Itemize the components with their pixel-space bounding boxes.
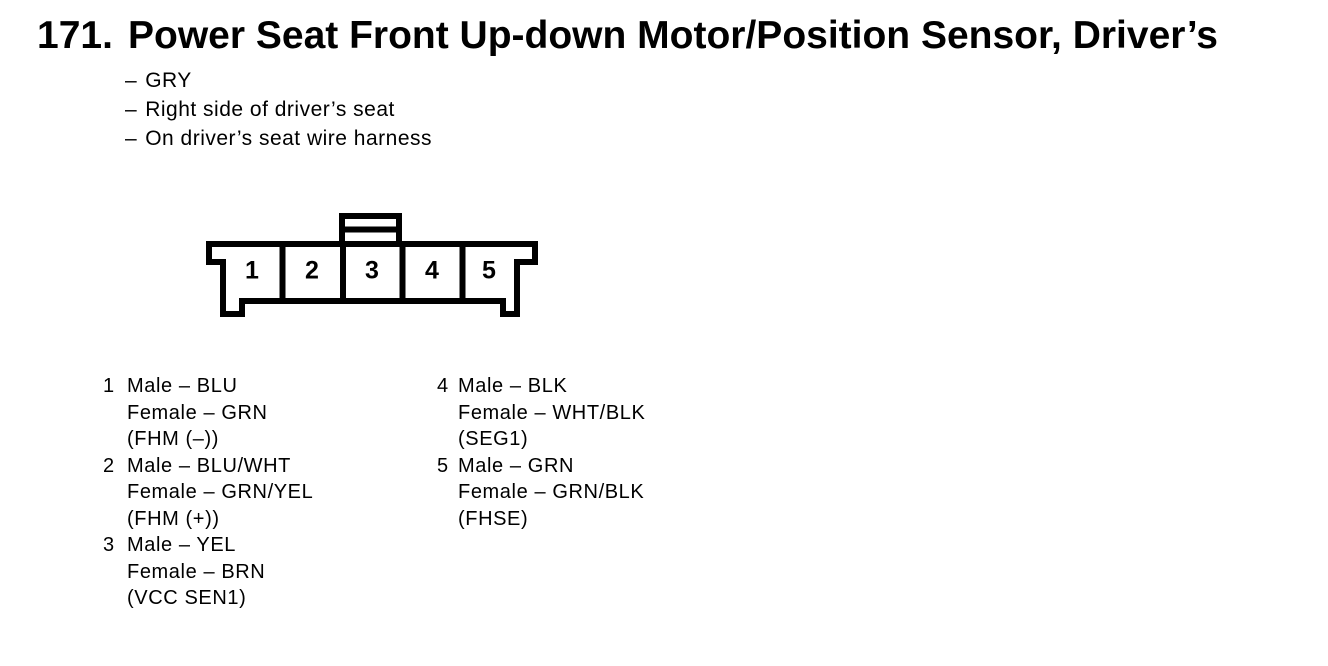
pin-male-wire: Male – BLK xyxy=(458,375,568,397)
note-harness: – On driver’s seat wire harness xyxy=(125,124,432,153)
pin-male-wire: Male – BLU xyxy=(127,375,238,397)
note-location: – Right side of driver’s seat xyxy=(125,95,432,124)
pin-female-wire: Female – GRN/BLK xyxy=(458,481,645,503)
pin-female-wire: Female – GRN/YEL xyxy=(127,481,314,503)
pin-number: 1 xyxy=(103,375,115,397)
dash-bullet: – xyxy=(125,127,138,150)
pin-female-wire: Female – WHT/BLK xyxy=(458,401,646,424)
pin-signal-name: (FHSE) xyxy=(458,507,529,530)
pin-entry-3: 3 Male – YEL Female – BRN (VCC SEN1) xyxy=(103,532,313,612)
section-number: 171. xyxy=(37,14,113,57)
pin-cavity-label: 1 xyxy=(245,257,259,285)
page-title: Power Seat Front Up-down Motor/Position … xyxy=(128,14,1218,57)
pin-male-wire: Male – YEL xyxy=(127,534,237,556)
pin-male-wire: Male – BLU/WHT xyxy=(127,454,291,477)
note-text: Right side of driver’s seat xyxy=(145,98,395,121)
pin-signal-name: (FHM (+)) xyxy=(127,507,220,530)
pin-wire-info: Male – BLU/WHT Female – GRN/YEL (FHM (+)… xyxy=(127,453,313,533)
connector-notes: – GRY – Right side of driver’s seat – On… xyxy=(125,66,432,153)
pin-entry-4: 4 Male – BLK Female – WHT/BLK (SEG1) xyxy=(437,373,645,453)
connector-diagram: 1 2 3 4 5 xyxy=(195,205,545,325)
pin-number: 5 xyxy=(437,454,449,477)
pin-wire-info: Male – GRN Female – GRN/BLK (FHSE) xyxy=(458,453,644,533)
note-color: – GRY xyxy=(125,66,432,95)
pin-signal-name: (SEG1) xyxy=(458,428,529,450)
pin-female-wire: Female – BRN xyxy=(127,560,266,583)
pin-number: 4 xyxy=(437,375,449,397)
dash-bullet: – xyxy=(125,98,138,121)
pin-cavity-label: 5 xyxy=(482,257,496,285)
pin-list-right-column: 4 Male – BLK Female – WHT/BLK (SEG1) 5 M… xyxy=(437,373,645,532)
pin-number: 2 xyxy=(103,454,115,477)
pin-number: 3 xyxy=(103,534,115,556)
pin-wire-info: Male – BLK Female – WHT/BLK (SEG1) xyxy=(458,373,645,453)
pin-wire-info: Male – YEL Female – BRN (VCC SEN1) xyxy=(127,532,265,612)
pin-male-wire: Male – GRN xyxy=(458,454,575,477)
connector-body xyxy=(206,241,538,317)
dash-bullet: – xyxy=(125,69,138,92)
pin-cavity-label: 2 xyxy=(305,257,319,285)
pin-signal-name: (VCC SEN1) xyxy=(127,587,247,609)
pin-entry-5: 5 Male – GRN Female – GRN/BLK (FHSE) xyxy=(437,453,645,533)
pin-wire-info: Male – BLU Female – GRN (FHM (–)) xyxy=(127,373,268,453)
note-text: GRY xyxy=(145,69,192,92)
pin-list-left-column: 1 Male – BLU Female – GRN (FHM (–)) 2 Ma… xyxy=(103,373,313,612)
pin-cavity-label: 4 xyxy=(425,257,439,285)
pin-female-wire: Female – GRN xyxy=(127,401,268,424)
pin-signal-name: (FHM (–)) xyxy=(127,428,220,450)
pin-entry-2: 2 Male – BLU/WHT Female – GRN/YEL (FHM (… xyxy=(103,453,313,533)
note-text: On driver’s seat wire harness xyxy=(145,127,433,150)
pin-cavity-label: 3 xyxy=(365,257,379,285)
pin-entry-1: 1 Male – BLU Female – GRN (FHM (–)) xyxy=(103,373,313,453)
section-header: 171. Power Seat Front Up-down Motor/Posi… xyxy=(37,13,1218,59)
